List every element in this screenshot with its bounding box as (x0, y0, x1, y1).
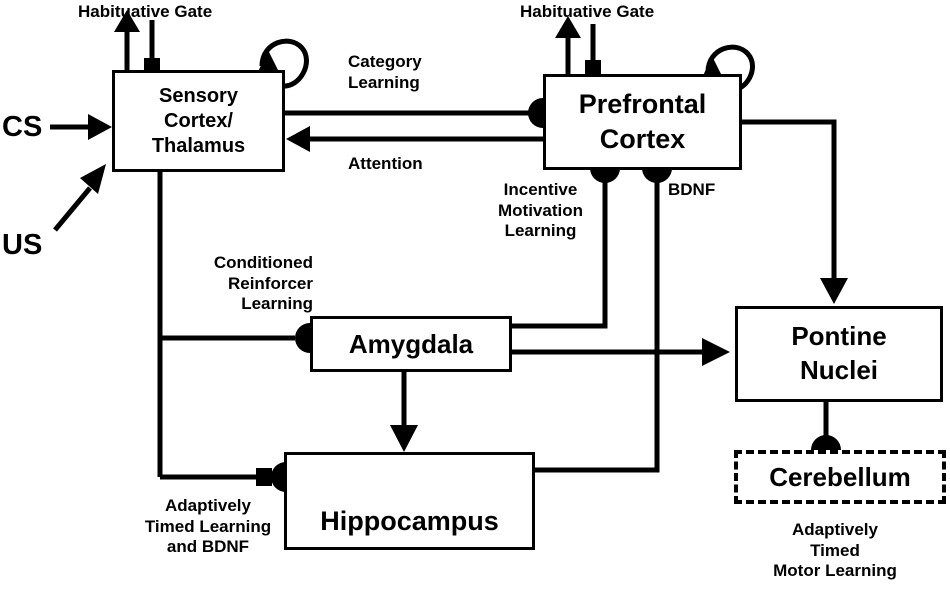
sensory-gate-square (144, 58, 160, 70)
us-label: US (2, 229, 43, 261)
incentive-motivation-line (512, 178, 608, 329)
prefrontal-to-pontine-line (740, 119, 837, 282)
attention-label: Attention (348, 154, 423, 173)
us-arrowhead (80, 164, 106, 194)
prefrontal-gate-up-arrowhead (555, 16, 581, 38)
category-learning-label: Category Learning (348, 52, 422, 92)
attention-arrowhead (286, 126, 310, 152)
prefrontal-cortex-node: Prefrontal Cortex (543, 74, 742, 170)
habituative-gate-right-label: Habituative Gate (520, 2, 655, 21)
bdnf-terminal (642, 168, 672, 183)
conditioned-reinforcer-label: Conditioned Reinforcer Learning (213, 253, 313, 314)
adaptively-timed-terminal (271, 462, 286, 492)
cerebellum-node: Cerebellum (734, 450, 946, 504)
amygdala-to-pontine-arrowhead (702, 338, 730, 366)
prefrontal-to-pontine-arrowhead (820, 278, 848, 304)
prefrontal-self-loop-head (702, 56, 722, 78)
category-learning-terminal (528, 98, 543, 128)
adaptively-timed-motor-label: Adaptively Timed Motor Learning (773, 520, 897, 581)
sensory-self-loop (259, 38, 309, 89)
adaptively-timed-learning-label: Adaptively Timed Learning and BDNF (144, 496, 272, 557)
incentive-motivation-terminal (590, 168, 620, 183)
incentive-motivation-label: Incentive Motivation Learning (498, 180, 583, 241)
bdnf-label: BDNF (668, 180, 716, 199)
pontine-nuclei-node: Pontine Nuclei (735, 306, 943, 402)
conditioned-reinforcer-terminal (295, 323, 310, 353)
amygdala-to-hippocampus-arrowhead (390, 425, 418, 452)
habituative-gate-left-label: Habituative Gate (78, 2, 213, 21)
us-arrow (53, 186, 92, 232)
hippocampus-node: Hippocampus (284, 452, 535, 550)
sensory-self-loop-head (258, 50, 278, 72)
sensory-cortex-thalamus-node: Sensory Cortex/ Thalamus (112, 70, 285, 172)
sensory-gate-up-arrowhead (114, 10, 140, 32)
cs-arrowhead (88, 114, 112, 140)
adaptively-timed-square (256, 468, 272, 486)
cs-label: CS (2, 111, 43, 143)
prefrontal-gate-square (585, 60, 601, 74)
prefrontal-self-loop (705, 44, 755, 93)
pontine-to-cerebellum-terminal (811, 435, 841, 450)
amygdala-node: Amygdala (310, 316, 512, 372)
bdnf-line (535, 178, 660, 473)
